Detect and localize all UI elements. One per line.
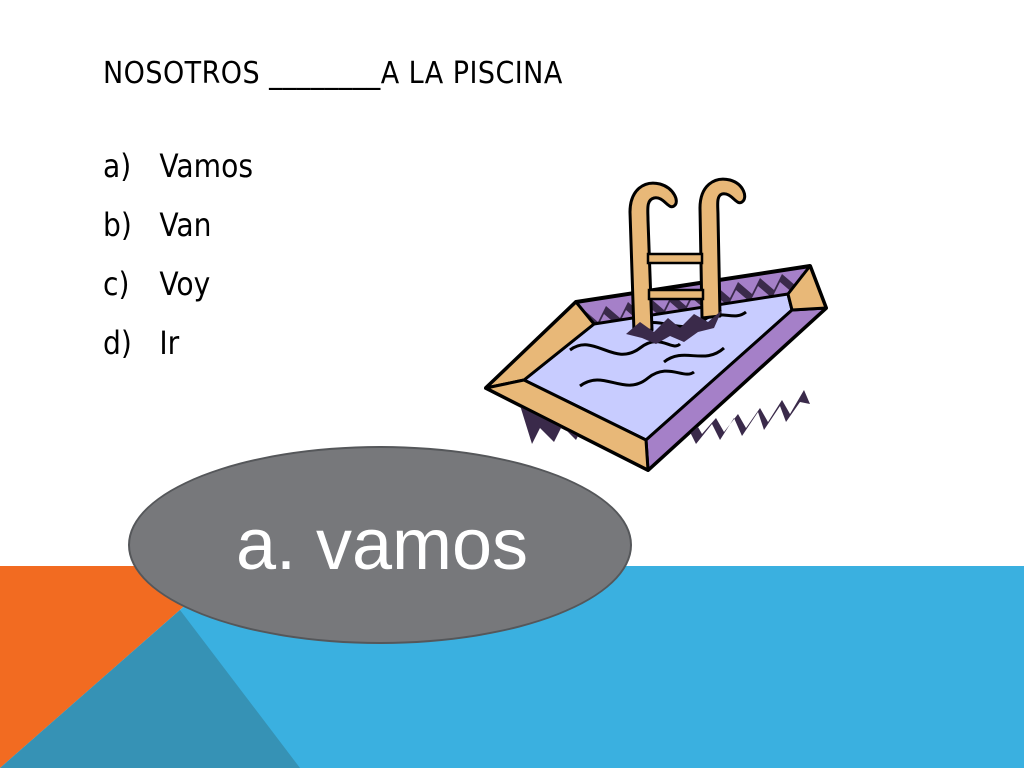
- question-title: NOSOTROS ________A LA PISCINA: [103, 56, 563, 91]
- option-a[interactable]: a) Vamos: [103, 136, 253, 195]
- option-marker: b): [103, 205, 132, 244]
- option-text: Vamos: [159, 146, 253, 185]
- option-c[interactable]: c) Voy: [103, 254, 253, 313]
- answer-text: a. vamos: [235, 505, 529, 585]
- blue-band-shade: [0, 610, 300, 768]
- answer-oval: a. vamos: [128, 446, 632, 644]
- option-b[interactable]: b) Van: [103, 195, 253, 254]
- answer-options: a) Vamos b) Van c) Voy d) Ir: [103, 136, 273, 372]
- option-marker: a): [103, 146, 132, 185]
- option-d[interactable]: d) Ir: [103, 313, 253, 372]
- option-marker: c): [103, 264, 130, 303]
- option-text: Voy: [159, 264, 211, 303]
- option-marker: d): [103, 323, 132, 362]
- option-text: Van: [159, 205, 212, 244]
- swimming-pool-with-ladder-icon: [484, 177, 828, 472]
- option-text: Ir: [159, 323, 180, 362]
